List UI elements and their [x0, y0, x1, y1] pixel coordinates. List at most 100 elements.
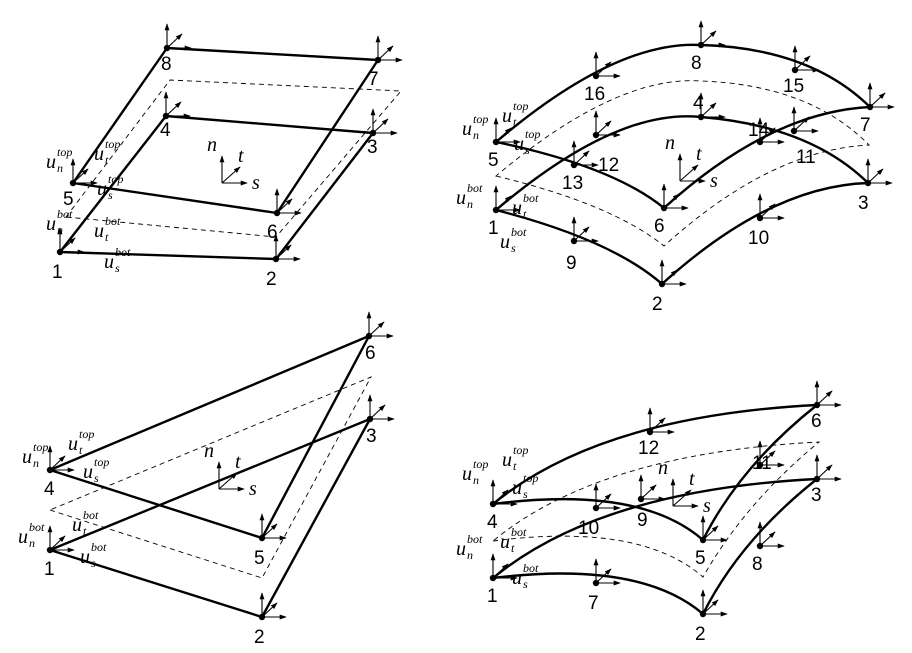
quad4-node-2-tangent-arrow [275, 244, 292, 260]
tri3-dof-ut-bot-sup: bot [83, 508, 99, 522]
tri3-dof-un-top-base: u [22, 446, 32, 468]
quad8-dof-us-top-sup: top [525, 127, 540, 141]
quad8-node-6-tangent-arrow [663, 193, 680, 209]
quad8-node-4-tangent-arrow [700, 102, 717, 118]
quad8-node-label-14: 14 [748, 120, 770, 141]
tri3-node-label-4: 4 [44, 479, 55, 500]
quad4-node-3-tangent-arrow [372, 118, 389, 134]
tri3-node-6-tangent-arrow [368, 321, 385, 337]
tri6-node-9 [637, 495, 645, 503]
quad8-local-axes-n-label: n [665, 132, 675, 154]
tri3-node-4 [46, 466, 54, 474]
quad4-node-4 [162, 112, 170, 120]
quad4-node-label-5: 5 [63, 189, 74, 210]
tri3-node-label-2: 2 [254, 627, 265, 648]
quad4-node-1 [56, 248, 64, 256]
quad8-dof-ut-bot-base: u [512, 197, 522, 219]
quad8-node-label-1: 1 [488, 218, 499, 239]
tri3-node-2-tangent-arrow [261, 602, 278, 618]
tri3-node-label-5: 5 [254, 548, 265, 569]
tri6-node-2 [699, 610, 707, 618]
tri6-dof-us-bot-sup: bot [523, 561, 539, 575]
quad8-node-2 [658, 280, 666, 288]
quad8-node-3-tangent-arrow [867, 168, 884, 184]
tri6-dof-un-bot-sub: n [467, 548, 473, 562]
quad4-node-5-tangent-arrow [72, 168, 89, 184]
quad8-node-13 [570, 161, 578, 169]
tri3-dof-ut-bot-base: u [72, 514, 82, 536]
quad4-node-label-1: 1 [52, 262, 63, 283]
quad8-dof-un-top-sub: n [473, 128, 479, 142]
tri6-node-5-tangent-arrow [702, 525, 719, 541]
tri6-dof-un-top-sub: n [473, 473, 479, 487]
tri3-node-2 [258, 613, 266, 621]
quad8-dof-ut-top-sub: t [513, 115, 517, 129]
quad4-dof-us-bot-sup: bot [115, 245, 131, 259]
dof-arrows [47, 20, 895, 620]
quad8-node-14 [756, 138, 764, 146]
quad8-node-label-13: 13 [562, 173, 583, 194]
quad4-dof-us-bot-base: u [104, 251, 114, 273]
quad4-dof-ut-top-base: u [94, 143, 104, 165]
tri6-dof-un-top-base: u [462, 463, 472, 485]
tri6-dof-ut-top-base: u [502, 449, 512, 471]
quad4-local-axes-t-axis [221, 166, 241, 184]
tri3-dof-un-bot-sub: n [29, 536, 35, 550]
quad8-node-9-tangent-arrow [573, 226, 590, 242]
quad8-node-4 [697, 113, 705, 121]
tri6-node-11-tangent-arrow [759, 450, 776, 466]
tri3-mid-surface [48, 376, 373, 579]
quad8-local-axes-t-label: t [696, 143, 702, 165]
tri6-dof-un-bot-sup: bot [467, 532, 483, 546]
tri6-node-label-2: 2 [695, 624, 706, 645]
tri6-node-3-tangent-arrow [816, 464, 833, 480]
quad8-node-14-tangent-arrow [759, 127, 776, 143]
quad4-node-label-6: 6 [267, 222, 278, 243]
tri6-node-10-tangent-arrow [595, 493, 612, 509]
quad8-node-1-tangent-arrow [495, 195, 512, 211]
quad8-local-axes-s-label: s [710, 170, 718, 192]
quad4-node-8 [163, 44, 171, 52]
quad4-node-3 [369, 129, 377, 137]
quad8-node-label-6: 6 [654, 216, 665, 237]
tri6-node-label-5: 5 [695, 548, 706, 569]
quad8-node-label-4: 4 [693, 93, 704, 114]
tri3-local-axes-t-axis [218, 472, 238, 490]
tri6-node-9-tangent-arrow [640, 484, 657, 500]
quad8-node-12 [592, 131, 600, 139]
tri6-node-1 [489, 574, 497, 582]
tri6-dof-ut-bot-sub: t [511, 541, 515, 555]
tri6-local-axes-s-label: s [703, 495, 711, 517]
quad8-node-16-tangent-arrow [595, 61, 612, 77]
tri6-dof-us-bot-base: u [512, 567, 522, 589]
quad4-dof-un-top-base: u [46, 151, 56, 173]
tri3-dof-un-bot-base: u [18, 526, 28, 548]
tri3-dof-us-top-sub: s [94, 471, 99, 485]
quad8-node-label-9: 9 [566, 253, 577, 274]
quad8-node-label-5: 5 [488, 150, 499, 171]
quad4-node-label-4: 4 [160, 120, 171, 141]
tri3-dof-us-bot-sup: bot [91, 540, 107, 554]
tri3-dof-us-top-sup: top [94, 455, 109, 469]
quad4-node-label-3: 3 [367, 137, 378, 158]
tri3-local-axes-n-label: n [204, 440, 214, 462]
tri3-bottom-face [48, 417, 372, 619]
tri3-node-6 [365, 332, 373, 340]
quad8-node-7 [866, 103, 874, 111]
tri6-dof-ut-bot-sup: bot [511, 525, 527, 539]
quad4-node-8-tangent-arrow [166, 33, 183, 49]
quad8-dof-us-bot-sup: bot [511, 225, 527, 239]
tri6-node-7 [592, 579, 600, 587]
element-edges [48, 43, 872, 619]
quad8-node-label-16: 16 [584, 84, 605, 105]
tri6-node-label-9: 9 [637, 510, 648, 531]
tri6-node-1-tangent-arrow [492, 563, 509, 579]
quad4-dof-us-bot-sub: s [115, 261, 120, 275]
quad4-node-7 [374, 56, 382, 64]
quad4-dof-us-top-base: u [97, 178, 107, 200]
tri6-node-4 [489, 500, 497, 508]
tri6-node-10 [592, 504, 600, 512]
tri3-node-label-1: 1 [44, 559, 55, 580]
tri3-dof-us-top-base: u [83, 461, 93, 483]
